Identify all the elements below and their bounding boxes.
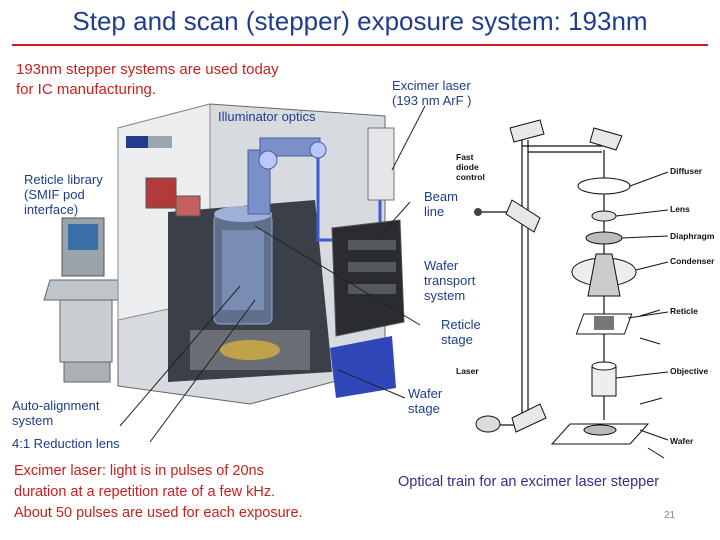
optics-label-diffuser: Diffuser [670,166,703,176]
page-number: 21 [664,510,676,521]
asml-logo [126,136,148,148]
label-excimer-laser: Excimer laser (193 nm ArF ) [392,78,472,108]
label-auto-alignment: Auto-alignment system [12,398,100,428]
optics-label-reticle: Reticle [670,306,698,316]
optics-label-lens: Lens [670,204,690,214]
label-beam-line: Beam line [424,189,458,219]
label-wafer-stage: Wafer stage [408,386,443,416]
optics-label-laser: Laser [456,366,479,376]
label-wafer-transport: Wafer transport system [424,258,476,303]
label-reduction-lens: 4:1 Reduction lens [12,436,120,451]
optics-label-diaphragm: Diaphragm [670,231,715,241]
optics-label-fast-diode: Fast diode control [456,152,485,182]
label-reticle-stage: Reticle stage [441,317,481,347]
optics-label-condenser: Condenser [670,256,715,266]
optics-label-objective: Objective [670,366,709,376]
operator-console [43,217,125,383]
bottom-note: Excimer laser: light is in pulses of 20n… [14,463,303,521]
optics-label-wafer: Wafer [670,436,694,446]
label-reticle-library: Reticle library (SMIF pod interface) [24,172,103,217]
title-divider [12,44,708,46]
optical-train-caption: Optical train for an excimer laser stepp… [398,474,660,490]
label-illuminator-optics: Illuminator optics [218,109,316,124]
slide-title: Step and scan (stepper) exposure system:… [72,6,648,36]
intro-text: 193nm stepper systems are used today for… [16,61,279,98]
